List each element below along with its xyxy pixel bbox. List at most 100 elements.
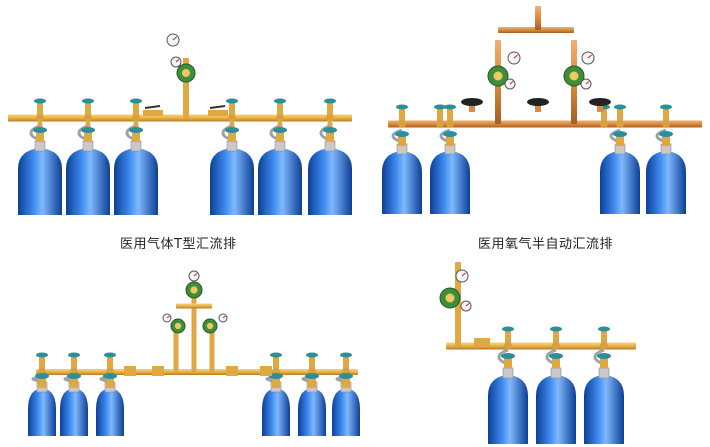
valve-handwheel	[81, 127, 95, 133]
gas-cylinder	[382, 143, 422, 214]
pipe-joint	[84, 114, 92, 122]
cylinder-valve	[132, 130, 140, 142]
valve-handwheel	[225, 127, 239, 133]
branch-valve-handle	[270, 352, 282, 358]
pipe-joint	[398, 120, 406, 128]
gauge-needle	[166, 315, 170, 319]
cylinder-valve	[308, 376, 316, 388]
valve-handwheel	[339, 373, 353, 379]
pipe-joint	[446, 120, 454, 128]
pipe-joint	[276, 114, 284, 122]
pipe-joint	[132, 114, 140, 122]
branch-valve-handle	[598, 326, 610, 332]
cylinder-body	[430, 152, 470, 214]
cylinder-body	[18, 149, 62, 215]
isolation-valve	[143, 110, 163, 116]
inline-valve	[152, 366, 164, 376]
cylinder-body	[262, 390, 290, 436]
cylinder-body	[584, 376, 624, 444]
main-valve-handwheel	[589, 98, 611, 106]
gas-cylinder	[298, 381, 326, 436]
regulator-knob	[181, 68, 191, 78]
branch-valve-handle	[340, 352, 352, 358]
valve-handwheel	[67, 373, 81, 379]
cylinder-body	[114, 149, 158, 215]
pipe-joint	[600, 342, 608, 350]
cylinder-body	[600, 152, 640, 214]
branch-valve	[553, 330, 559, 346]
cylinder-neck	[324, 140, 336, 152]
valve-handwheel	[103, 373, 117, 379]
cylinder-valve	[446, 134, 454, 146]
inline-valve	[124, 366, 136, 376]
isolation-valve	[208, 110, 228, 116]
cylinder-neck	[598, 367, 610, 379]
cylinder-valve	[70, 376, 78, 388]
inline-valve	[260, 366, 272, 376]
cylinder-valve	[616, 134, 624, 146]
branch-valve	[39, 356, 45, 372]
branch-valve-handle	[274, 98, 286, 104]
cylinder-body	[60, 390, 88, 436]
cylinder-valve	[36, 130, 44, 142]
cylinder-body	[308, 149, 352, 215]
cylinder-valve	[600, 356, 608, 368]
branch-valve	[229, 102, 235, 118]
branch-valve-handle	[130, 98, 142, 104]
gas-cylinder	[258, 140, 302, 215]
gas-cylinder	[210, 140, 254, 215]
cylinder-neck	[226, 140, 238, 152]
outlet-pipe	[535, 6, 541, 30]
cylinder-neck	[502, 367, 514, 379]
cylinder-valve	[106, 376, 114, 388]
pipe-joint	[504, 342, 512, 350]
inline-valve	[226, 366, 238, 376]
valve-handwheel	[33, 127, 47, 133]
gauge-needle	[465, 303, 470, 307]
cylinder-neck	[82, 140, 94, 152]
valve-handwheel	[269, 373, 283, 379]
gauge-needle	[509, 81, 514, 85]
branch-valve-handle	[502, 326, 514, 332]
gas-cylinder	[28, 381, 56, 436]
gas-cylinder	[96, 381, 124, 436]
valve-handwheel	[395, 131, 409, 137]
gauge-needle	[513, 54, 518, 59]
gas-cylinder	[600, 143, 640, 214]
inline-valve	[474, 338, 490, 346]
main-valve-stem	[469, 102, 475, 112]
gas-cylinder	[18, 140, 62, 215]
cylinder-valve	[276, 130, 284, 142]
branch-valve-handle	[396, 104, 408, 110]
branch-valve	[399, 108, 405, 124]
valve-handwheel	[273, 127, 287, 133]
gas-cylinder	[646, 143, 686, 214]
cylinder-valve	[342, 376, 350, 388]
cylinder-valve	[662, 134, 670, 146]
gauge-needle	[193, 273, 198, 277]
gas-cylinder	[488, 367, 528, 444]
branch-valve	[133, 102, 139, 118]
gas-cylinder	[308, 140, 352, 215]
cylinder-body	[96, 390, 124, 436]
branch-valve-handle	[444, 104, 456, 110]
cylinder-neck	[130, 140, 142, 152]
regulator-knob	[190, 286, 198, 294]
regulator-knob	[206, 322, 214, 330]
branch-valve-handle	[82, 98, 94, 104]
cylinder-valve	[84, 130, 92, 142]
pipe-joint	[36, 114, 44, 122]
cylinder-body	[258, 149, 302, 215]
branch-valve-handle	[306, 352, 318, 358]
branch-valve-handle	[614, 104, 626, 110]
gauge-needle	[587, 54, 592, 59]
gauge-needle	[172, 36, 177, 41]
cylinder-body	[210, 149, 254, 215]
regulator-knob	[445, 293, 455, 303]
branch-valve	[71, 356, 77, 372]
pipe-joint	[326, 114, 334, 122]
pipe-joint	[616, 120, 624, 128]
branch-crossover	[176, 303, 212, 309]
branch-valve	[505, 330, 511, 346]
